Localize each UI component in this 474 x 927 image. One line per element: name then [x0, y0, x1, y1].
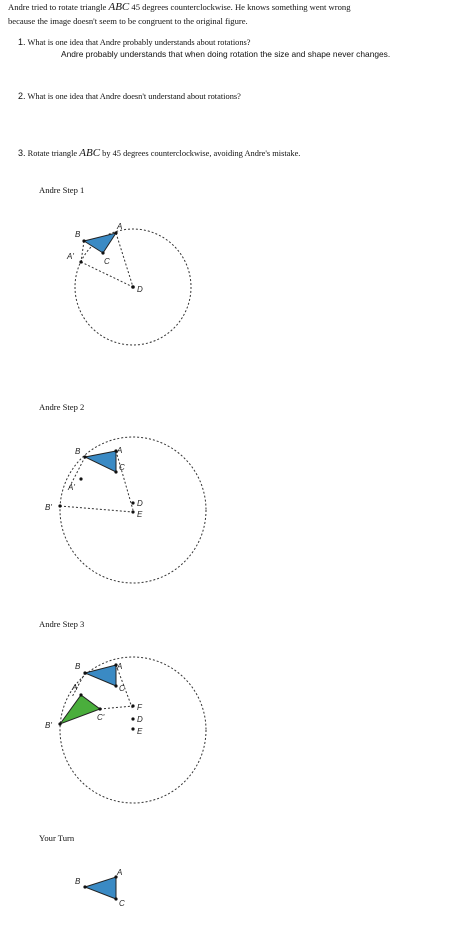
intro-text: Andre tried to rotate triangle ABC 45 de…: [8, 0, 468, 28]
question-1: 1. What is one idea that Andre probably …: [18, 37, 251, 47]
ray-d-b-prime: [59, 505, 134, 513]
label-c: C: [104, 257, 110, 266]
point-a: [114, 663, 118, 667]
question-3-number: 3.: [18, 148, 26, 158]
step-2-title: Andre Step 2: [39, 402, 85, 412]
step-3-title: Andre Step 3: [39, 619, 85, 629]
rotation-circle: [59, 436, 207, 584]
ray-da: [115, 664, 134, 711]
step-1-title: Andre Step 1: [39, 185, 85, 195]
point-a-prime: [79, 260, 83, 264]
label-b: B: [75, 877, 81, 886]
label-e: E: [137, 510, 143, 519]
question-1-text: What is one idea that Andre probably und…: [27, 38, 251, 47]
rotation-circle: [59, 656, 207, 804]
question-2-text: What is one idea that Andre doesn't unde…: [27, 92, 241, 101]
point-a-prime: [79, 477, 83, 481]
label-a: A: [116, 222, 122, 231]
arc-a-prime: [80, 240, 85, 263]
point-c: [114, 897, 118, 901]
question-3-triangle: ABC: [79, 147, 101, 159]
point-b: [83, 455, 87, 459]
label-f: F: [137, 703, 143, 712]
label-d: D: [137, 499, 143, 508]
triangle-abc: [83, 664, 117, 687]
label-a-prime: A': [67, 483, 75, 492]
label-b: B: [75, 447, 81, 456]
intro-text-b: 45 degrees counterclockwise. He knows so…: [131, 2, 351, 12]
triangle-name: ABC: [108, 1, 130, 13]
triangle-image: [58, 694, 102, 726]
point-d: [131, 501, 135, 505]
point-d: [131, 285, 135, 289]
point-c: [114, 470, 118, 474]
question-2: 2. What is one idea that Andre doesn't u…: [18, 91, 241, 101]
label-a-prime: A': [71, 683, 79, 692]
point-b: [83, 885, 87, 889]
ray-d-a-prime: [80, 261, 134, 288]
intro-line-2: because the image doesn't seem to be con…: [8, 16, 248, 26]
rotation-circle: [74, 228, 192, 346]
point-c: [101, 251, 105, 255]
triangle-abc[interactable]: [83, 876, 117, 900]
point-b: [82, 239, 86, 243]
your-turn-title: Your Turn: [39, 833, 75, 843]
question-2-number: 2.: [18, 91, 26, 101]
label-d: D: [137, 285, 143, 294]
label-a-prime: A': [66, 252, 74, 261]
ray-c-prime: [99, 705, 134, 710]
label-b: B: [75, 230, 81, 239]
point-b-prime: [58, 722, 62, 726]
label-b-prime: B': [45, 721, 52, 730]
label-d: D: [137, 715, 143, 724]
label-e: E: [137, 727, 143, 736]
triangle-abc: [82, 232, 118, 254]
label-b-prime: B': [45, 503, 52, 512]
point-a-prime: [79, 693, 83, 697]
intro-text-a: Andre tried to rotate triangle: [8, 2, 107, 12]
point-e: [131, 727, 135, 731]
question-3-text-b: by 45 degrees counterclockwise, avoiding…: [102, 149, 301, 158]
point-d: [131, 717, 135, 721]
label-a: A: [116, 868, 122, 877]
triangle-abc: [83, 450, 117, 473]
label-c: C: [119, 463, 125, 472]
point-a: [114, 449, 118, 453]
label-b: B: [75, 662, 81, 671]
question-3-text-a: Rotate triangle: [27, 149, 78, 158]
ray-da: [115, 232, 134, 288]
point-f: [131, 704, 135, 708]
point-b: [83, 671, 87, 675]
point-e: [131, 510, 135, 514]
arc-a-prime: [68, 456, 86, 489]
point-a: [114, 875, 118, 879]
intro-line-1: Andre tried to rotate triangle ABC 45 de…: [8, 0, 468, 14]
answer-1[interactable]: Andre probably understands that when doi…: [61, 49, 391, 59]
point-b-prime: [58, 504, 62, 508]
point-c-prime: [98, 707, 102, 711]
point-c: [114, 684, 118, 688]
label-c-prime: C': [97, 713, 105, 722]
label-a: A: [116, 446, 122, 455]
label-c: C: [119, 684, 125, 693]
point-a: [114, 231, 118, 235]
arc-a-prime: [71, 672, 86, 698]
question-1-number: 1.: [18, 37, 26, 47]
label-a: A: [116, 662, 122, 671]
label-c: C: [119, 899, 125, 908]
question-3: 3. Rotate triangle ABC by 45 degrees cou…: [18, 147, 300, 159]
